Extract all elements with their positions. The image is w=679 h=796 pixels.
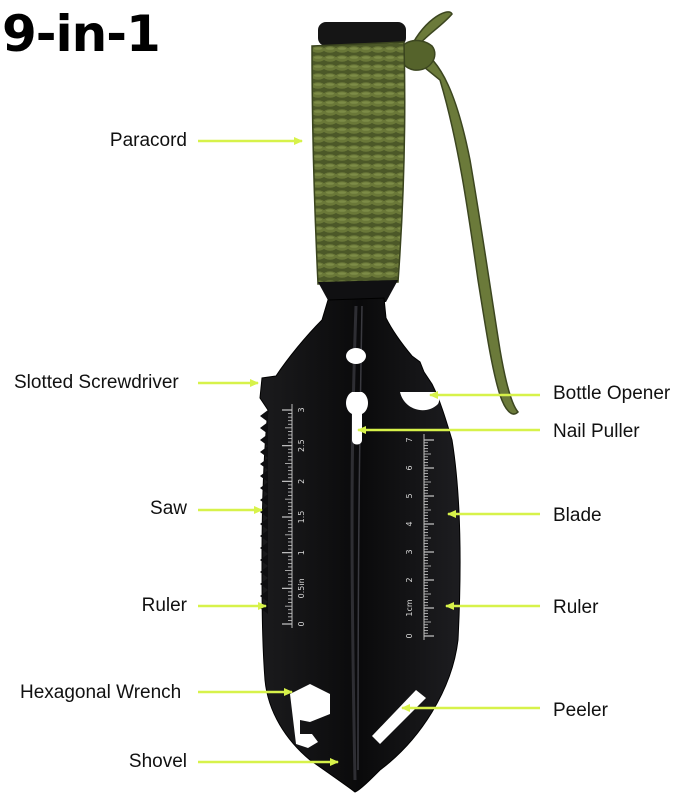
- nail-puller-slot: [346, 392, 368, 445]
- label-saw: Saw: [150, 498, 187, 519]
- pointer-arrows: [198, 137, 540, 766]
- saw-teeth: [260, 410, 268, 614]
- inch-ruler-label: 2.5: [297, 439, 306, 452]
- label-paracord: Paracord: [109, 130, 187, 151]
- lanyard-cord: [407, 11, 520, 415]
- peeler-slot: [372, 690, 426, 744]
- cm-ruler-label: 6: [405, 465, 414, 470]
- inch-ruler-label: 1: [297, 550, 306, 555]
- handle-cap: [318, 22, 406, 46]
- headline: 9-in-1: [2, 5, 161, 63]
- label-peeler: Peeler: [553, 700, 608, 721]
- inch-ruler-label: 0: [297, 621, 306, 626]
- cm-ruler-label: 3: [405, 549, 414, 554]
- cm-ruler-label: 7: [405, 437, 414, 442]
- label-shovel: Shovel: [128, 751, 187, 772]
- inch-ruler-label: 2: [297, 479, 306, 484]
- label-ruler-left: Ruler: [141, 595, 187, 616]
- inch-ruler: 0 0.5in 1 1.5 2 2.5 3: [282, 404, 306, 628]
- label-nail-puller: Nail Puller: [553, 421, 640, 442]
- cm-ruler-label: 1cm: [405, 599, 414, 616]
- cm-ruler: 0 1cm 2 3 4 5 6 7: [405, 434, 434, 640]
- cm-ruler-label: 4: [405, 521, 414, 526]
- label-hexagonal-wrench: Hexagonal Wrench: [20, 682, 182, 703]
- hex-wrench-hole: [290, 684, 330, 748]
- inch-ruler-label: 3: [297, 407, 306, 412]
- inch-ruler-label: 1.5: [297, 511, 306, 524]
- label-blade: Blade: [553, 505, 602, 526]
- cm-ruler-label: 2: [405, 577, 414, 582]
- blade-body: [259, 297, 461, 793]
- paracord-handle: [311, 41, 406, 285]
- inch-ruler-label: 0.5in: [297, 578, 306, 598]
- label-slotted-screwdriver: Slotted Screwdriver: [14, 372, 179, 393]
- cm-ruler-label: 5: [405, 493, 414, 498]
- cm-ruler-label: 0: [405, 633, 414, 638]
- hole-top: [346, 348, 366, 364]
- label-ruler-right: Ruler: [553, 597, 599, 618]
- label-bottle-opener: Bottle Opener: [553, 383, 671, 404]
